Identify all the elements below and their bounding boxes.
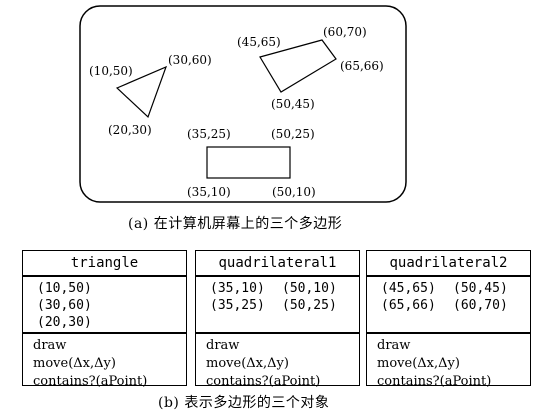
op-draw: draw xyxy=(206,338,240,353)
point: (50,45) xyxy=(453,281,508,296)
object-box-triangle: triangle (10,50) (30,60) (20,30) draw mo… xyxy=(22,250,187,389)
object-name: quadrilateral1 xyxy=(196,251,359,277)
object-name: triangle xyxy=(23,251,186,277)
point-row: (20,30) xyxy=(37,315,92,330)
label-q2-a: (45,65) xyxy=(237,35,281,49)
label-q2-d: (50,45) xyxy=(271,97,315,111)
point-row: (65,66) (60,70) xyxy=(381,297,530,314)
op-draw: draw xyxy=(33,338,67,353)
label-q2-b: (60,70) xyxy=(323,25,367,39)
point-row: (35,10) (50,10) xyxy=(210,280,359,297)
point-row: (10,50) xyxy=(37,281,92,296)
point-row: (45,65) (50,45) xyxy=(381,280,530,297)
point: (50,25) xyxy=(282,298,337,313)
op-move: move(Δx,Δy) xyxy=(33,356,116,371)
caption-a: (a) 在计算机屏幕上的三个多边形 xyxy=(128,216,343,232)
label-tri-c: (20,30) xyxy=(108,123,152,137)
object-attributes: (10,50) (30,60) (20,30) xyxy=(23,277,186,334)
point: (65,66) xyxy=(381,298,436,313)
point-row: (35,25) (50,25) xyxy=(210,297,359,314)
point: (45,65) xyxy=(381,281,436,296)
op-contains: contains?(aPoint) xyxy=(377,374,492,389)
label-tri-a: (10,50) xyxy=(89,64,133,78)
point: (50,10) xyxy=(282,281,337,296)
object-box-quadrilateral1: quadrilateral1 (35,10) (50,10) (35,25) (50… xyxy=(195,250,360,389)
object-attributes: (35,10) (50,10) (35,25) (50,25) xyxy=(196,277,359,334)
screen-panel: (10,50) (30,60) (20,30) (45,65) (60,70) … xyxy=(79,5,407,203)
object-operations: draw move(Δx,Δy) contains?(aPoint) xyxy=(367,334,530,391)
screen-frame xyxy=(79,5,407,203)
point-row: (30,60) xyxy=(37,298,92,313)
object-name: quadrilateral2 xyxy=(367,251,530,277)
caption-b: (b) 表示多边形的三个对象 xyxy=(158,395,330,411)
point: (35,25) xyxy=(210,298,265,313)
label-q1-a: (35,25) xyxy=(187,127,231,141)
object-box-quadrilateral2: quadrilateral2 (45,65) (50,45) (65,66) (60… xyxy=(366,250,531,389)
point: (35,10) xyxy=(210,281,265,296)
op-contains: contains?(aPoint) xyxy=(206,374,321,389)
quadrilateral2-shape xyxy=(259,39,337,93)
point: (60,70) xyxy=(453,298,508,313)
op-contains: contains?(aPoint) xyxy=(33,374,148,389)
label-q2-c: (65,66) xyxy=(340,59,384,73)
label-tri-b: (30,60) xyxy=(168,53,212,67)
object-operations: draw move(Δx,Δy) contains?(aPoint) xyxy=(23,334,186,391)
label-q1-b: (50,25) xyxy=(271,127,315,141)
op-move: move(Δx,Δy) xyxy=(377,356,460,371)
object-operations: draw move(Δx,Δy) contains?(aPoint) xyxy=(196,334,359,391)
op-move: move(Δx,Δy) xyxy=(206,356,289,371)
op-draw: draw xyxy=(377,338,411,353)
label-q1-d: (50,10) xyxy=(272,185,316,199)
quadrilateral1-shape xyxy=(206,146,291,179)
object-attributes: (45,65) (50,45) (65,66) (60,70) xyxy=(367,277,530,334)
label-q1-c: (35,10) xyxy=(187,185,231,199)
triangle-shape xyxy=(115,65,168,119)
